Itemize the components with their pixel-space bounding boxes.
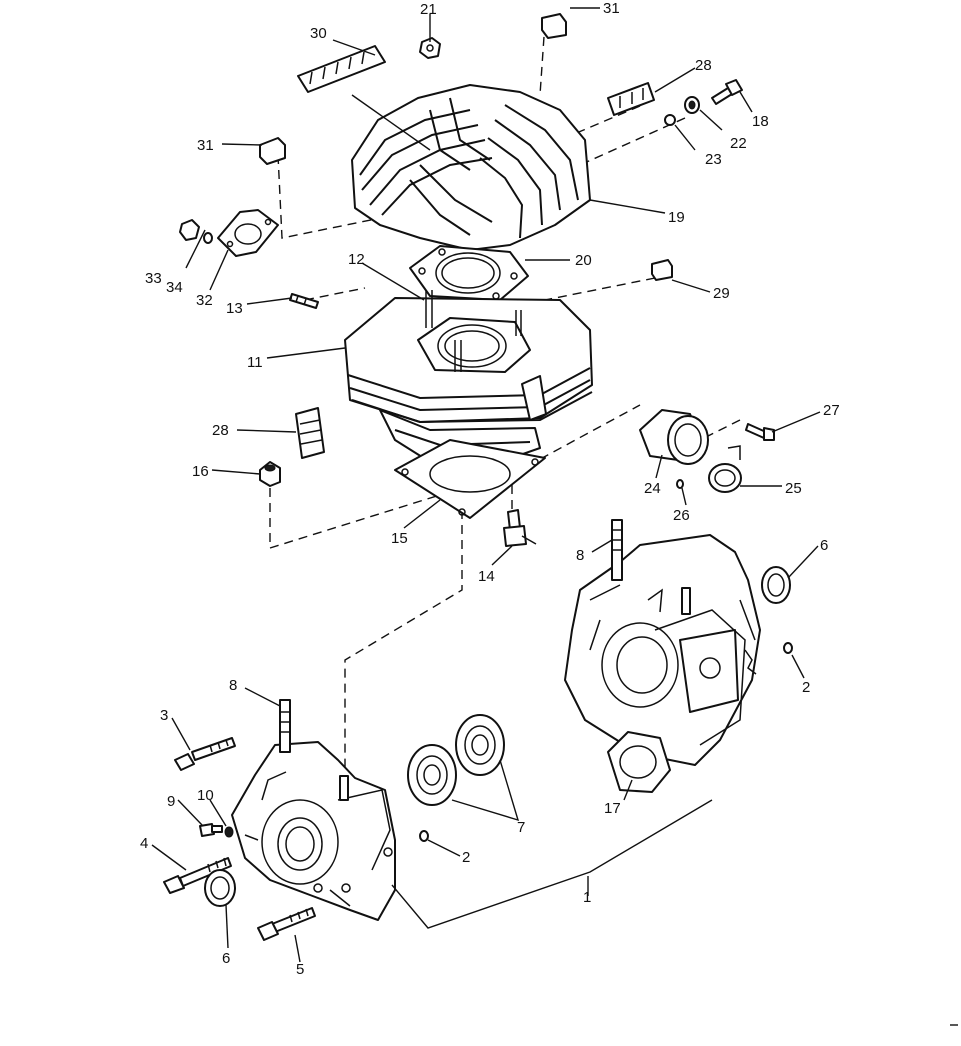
stud-right-inner[interactable] (681, 587, 691, 615)
seal-6-left[interactable] (204, 869, 236, 907)
damper-block-29[interactable] (651, 259, 673, 281)
stud-8-right[interactable] (611, 519, 623, 581)
callout-6-right: 6 (820, 537, 828, 554)
callout-28-bottom: 28 (212, 422, 229, 439)
callout-20: 20 (575, 252, 592, 269)
callout-28-top: 28 (695, 57, 712, 74)
dowel-2-right[interactable] (783, 642, 793, 654)
head-gasket-20[interactable] (409, 245, 529, 301)
cylinder-head[interactable] (351, 84, 591, 251)
callout-29: 29 (713, 285, 730, 302)
screw-9[interactable] (199, 823, 223, 837)
callout-23: 23 (705, 151, 722, 168)
callout-14: 14 (478, 568, 495, 585)
bolt-18[interactable] (711, 79, 743, 105)
bolt-27[interactable] (745, 423, 775, 441)
callout-8-right: 8 (576, 547, 584, 564)
fitting-14[interactable] (503, 509, 537, 547)
base-gasket-15[interactable] (394, 439, 546, 519)
dowel-2-left[interactable] (419, 830, 429, 842)
damper-block-31-left[interactable] (259, 137, 286, 165)
head-nut-21[interactable] (419, 37, 441, 59)
stud-8-left[interactable] (279, 699, 291, 753)
bolt-4[interactable] (163, 857, 232, 894)
callout-17: 17 (604, 800, 621, 817)
callout-33: 33 (145, 270, 162, 287)
callout-32: 32 (196, 292, 213, 309)
fin-damper-28-lower[interactable] (295, 407, 325, 459)
callout-10: 10 (197, 787, 214, 804)
callout-8-left: 8 (229, 677, 237, 694)
callout-27: 27 (823, 402, 840, 419)
callout-3: 3 (160, 707, 168, 724)
fin-damper-30[interactable] (297, 45, 386, 93)
callout-9: 9 (167, 793, 175, 810)
callout-31-top: 31 (603, 0, 620, 17)
callout-34: 34 (166, 279, 183, 296)
callout-19: 19 (668, 209, 685, 226)
callout-18: 18 (752, 113, 769, 130)
nut-33[interactable] (179, 219, 200, 241)
callout-12: 12 (348, 251, 365, 268)
callout-2-right: 2 (802, 679, 810, 696)
callout-26: 26 (673, 507, 690, 524)
stud-left-inner[interactable] (339, 775, 349, 801)
callout-1: 1 (583, 889, 591, 906)
seal-6-right[interactable] (761, 566, 791, 604)
cylinder-11[interactable] (344, 290, 593, 463)
nut-16[interactable] (259, 461, 281, 487)
stud-13[interactable] (289, 293, 319, 309)
bolt-5[interactable] (257, 907, 316, 941)
damper-block-31-top[interactable] (541, 13, 567, 39)
callout-6-left: 6 (222, 950, 230, 967)
gasket-17[interactable] (607, 731, 671, 793)
washer-23[interactable] (664, 114, 676, 126)
callout-5: 5 (296, 961, 304, 978)
leader-lines (151, 7, 821, 963)
clamp-25[interactable] (708, 445, 742, 493)
callout-25: 25 (785, 480, 802, 497)
callout-7: 7 (517, 819, 525, 836)
callouts: 21 31 30 28 18 22 23 31 19 20 12 33 34 3… (140, 0, 840, 978)
callout-15: 15 (391, 530, 408, 547)
crankcase-right-half[interactable] (564, 534, 761, 766)
bearing-7b[interactable] (455, 714, 505, 776)
callout-16: 16 (192, 463, 209, 480)
callout-21: 21 (420, 1, 437, 18)
bearing-7a[interactable] (407, 744, 457, 806)
crankcase-left-half[interactable] (231, 741, 396, 921)
screw-26[interactable] (676, 479, 684, 489)
fin-damper-28-upper[interactable] (607, 82, 655, 116)
intake-flange-24[interactable] (639, 409, 709, 465)
callout-13: 13 (226, 300, 243, 317)
bolt-3[interactable] (174, 737, 236, 771)
callout-24: 24 (644, 480, 661, 497)
callout-22: 22 (730, 135, 747, 152)
callout-11: 11 (247, 354, 263, 371)
washer-10[interactable] (224, 826, 234, 838)
exhaust-gasket-32[interactable] (217, 209, 279, 257)
washer-22[interactable] (684, 96, 700, 114)
washer-34[interactable] (203, 232, 213, 244)
callout-4: 4 (140, 835, 148, 852)
callout-2-left: 2 (462, 849, 470, 866)
callout-31-left: 31 (197, 137, 214, 154)
callout-30: 30 (310, 25, 327, 42)
